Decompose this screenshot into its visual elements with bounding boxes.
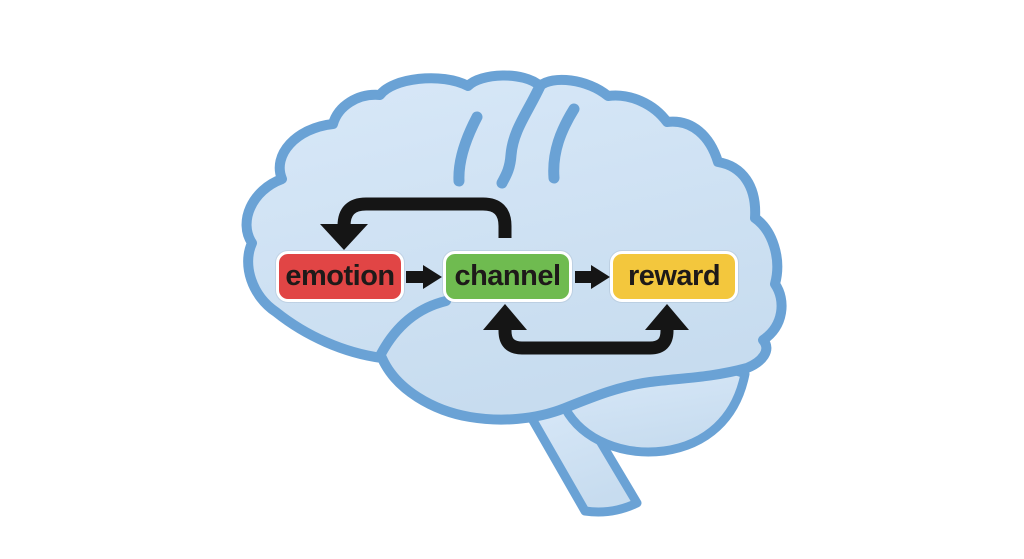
- node-emotion: emotion: [276, 251, 404, 302]
- sulcus-line-right: [548, 103, 580, 184]
- sulcus-line-left: [453, 111, 483, 187]
- lateral-sulcus-line: [376, 296, 451, 359]
- top-arc-arrow: [320, 197, 512, 250]
- arrow-emotion-to-channel: [406, 265, 442, 289]
- node-reward: reward: [610, 251, 738, 302]
- bottom-arc-double-arrow: [483, 304, 689, 355]
- arrow-channel-to-reward: [575, 265, 610, 289]
- node-channel: channel: [443, 251, 572, 302]
- top-arc-arrowhead: [320, 224, 368, 250]
- cerebrum-outline: [241, 70, 787, 425]
- bottom-arc-arrowhead-left: [483, 304, 527, 330]
- sulcus-line-center: [496, 80, 546, 189]
- bottom-arc-arrowhead-right: [645, 304, 689, 330]
